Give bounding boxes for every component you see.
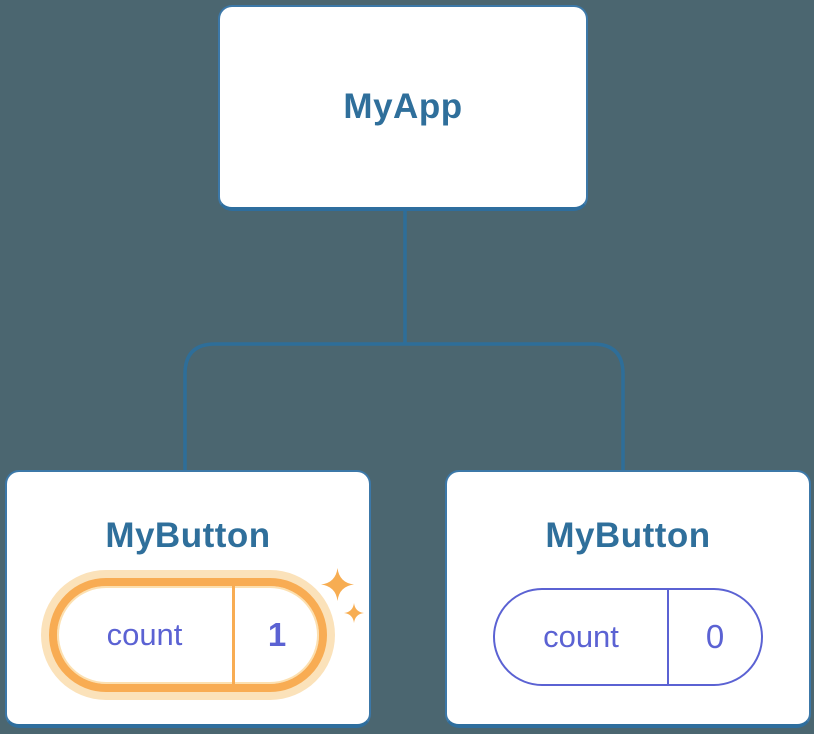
app-node: MyApp [218,5,588,211]
button-node-initial: MyButton count 0 [445,470,811,728]
button-node-updated: MyButton count 1 [5,470,371,728]
state-key-label: count [106,617,183,652]
state-key-label: count [543,619,619,654]
state-pill-highlighted: count 1 [49,578,327,692]
state-pill-plain: count 0 [493,588,763,686]
sparkle-icon-large [321,568,354,601]
state-value: 0 [705,618,725,655]
state-value: 1 [267,616,287,653]
pill-divider [232,586,235,684]
button-node-label: MyButton [545,516,711,555]
button-node-label: MyButton [105,516,271,555]
connector-bracket [183,342,625,471]
app-node-label: MyApp [343,87,463,126]
sparkle-icon-small [344,603,364,623]
pill-divider [667,590,669,684]
